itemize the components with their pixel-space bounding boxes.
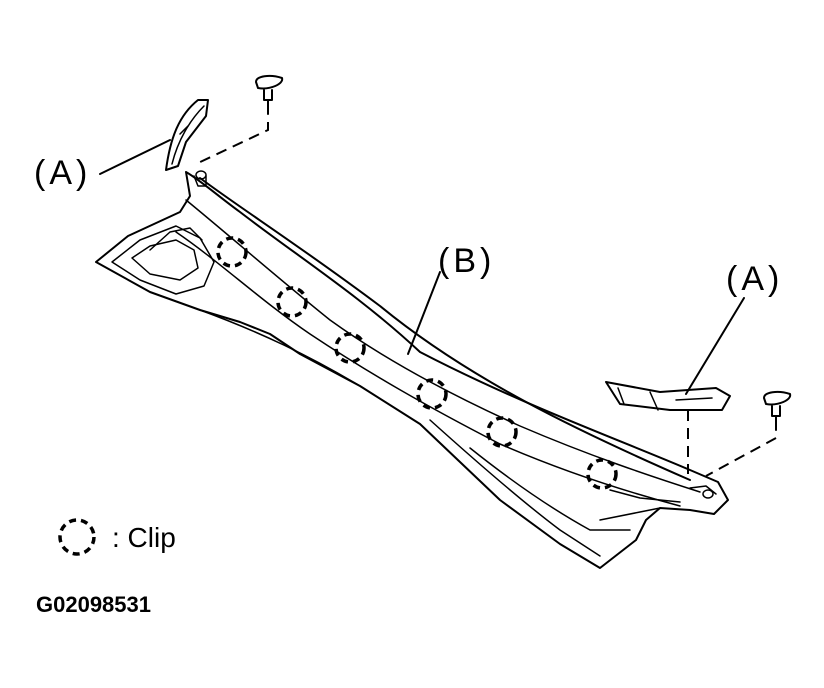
clip-marker — [586, 458, 618, 490]
guide-line-right — [705, 437, 777, 477]
clip-markers — [216, 236, 618, 490]
label-a-left: (A) — [34, 154, 91, 192]
clip-marker — [486, 416, 518, 448]
cowl-panel-b — [95, 170, 729, 569]
clip-marker — [416, 378, 448, 410]
legend-clip-label: : Clip — [112, 522, 176, 553]
label-a-right: (A) — [726, 260, 783, 298]
clip-marker — [216, 236, 248, 268]
legend-clip-symbol — [58, 518, 96, 556]
figure-id: G02098531 — [36, 592, 151, 617]
side-cover-left — [165, 99, 209, 171]
clip-marker — [334, 332, 366, 364]
leader-b — [407, 271, 441, 355]
clip-marker — [276, 286, 308, 318]
rivet-left — [255, 74, 284, 115]
guide-line-left — [195, 122, 269, 165]
side-cover-right — [605, 381, 731, 411]
rivet-right — [763, 390, 792, 431]
label-b: (B) — [438, 242, 495, 280]
leader-a-left — [99, 139, 171, 175]
legend: : Clip — [58, 518, 176, 556]
leader-a-right — [685, 297, 745, 395]
